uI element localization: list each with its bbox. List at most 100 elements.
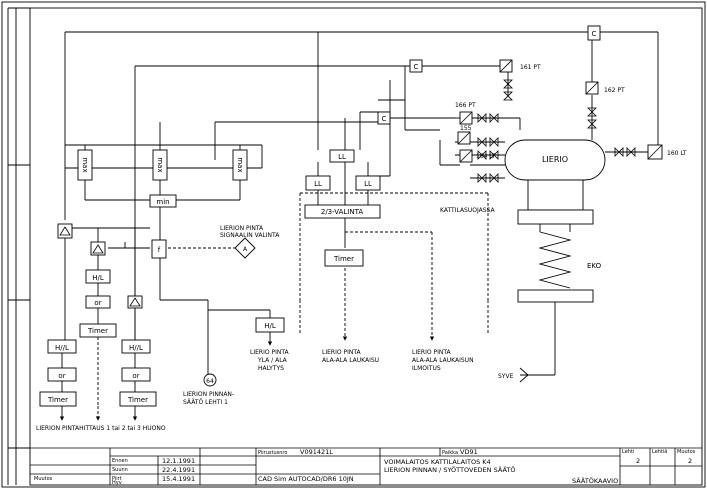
lowlow-notice-line3: ILMOITUS	[412, 365, 441, 372]
hl-label-4: H/L	[264, 322, 276, 330]
hl-block-4	[255, 317, 285, 333]
hl-label-3: H//L	[129, 344, 143, 352]
signal-select-line1: LIERION PINTA	[220, 225, 264, 232]
max-block-1	[77, 149, 93, 181]
timer-label-2: Timer	[47, 396, 68, 404]
c-controller-2	[377, 111, 391, 125]
tb-created-label: Ennen	[112, 458, 128, 464]
ll-block-3	[355, 175, 381, 191]
c-controller-3	[587, 25, 601, 41]
timer-block-2	[39, 391, 77, 407]
tb-sheet-label: Lehti	[622, 449, 634, 455]
min-block	[149, 194, 177, 208]
tb-location-label: Paikka	[442, 450, 458, 456]
tb-sheet-no: 2	[636, 457, 640, 465]
bottom-fault-label: LIERION PINTAHITTAUS 1 tai 2 tai 3 HUONO	[36, 425, 166, 432]
lowlow-trip-line1: LIERIO PINTA	[322, 349, 362, 356]
f-label: f	[158, 246, 161, 254]
tb-design-label: Suunn	[112, 467, 128, 473]
timer-block-4	[324, 249, 364, 267]
c-label-1: C	[414, 63, 419, 71]
alarm-line3: HALYTYS	[258, 365, 284, 372]
level-control-line2: SÄÄTÖ LEHTI 1	[183, 399, 228, 406]
inner-frame	[29, 7, 703, 486]
timer-label-1: Timer	[87, 327, 108, 335]
lowlow-notice-line1: LIERIO PINTA	[412, 349, 452, 356]
or-block-3	[121, 367, 151, 382]
tb-drawing-no-label: Piirustusnro	[258, 450, 287, 456]
valve-pair-6	[503, 79, 513, 101]
timer-label-3: Timer	[127, 396, 148, 404]
level-control-line1: LIERION PINNAN-	[183, 391, 234, 398]
max-block-2	[152, 149, 168, 181]
tb-cad-text: CAD Sim AUTOCAD/DR6 10JN	[258, 475, 354, 483]
max-label-1: max	[81, 157, 89, 172]
pt166-label: 166 PT	[455, 102, 476, 109]
tb-sheets-total: 2	[688, 457, 692, 465]
c-controller-1	[409, 59, 423, 73]
delta-block-2	[90, 241, 106, 256]
alarm-line1: LIERIO PINTA	[250, 349, 290, 356]
drum-label: LIERIO	[542, 155, 568, 164]
delta-block-1	[57, 223, 73, 239]
timer-block-3	[119, 391, 157, 407]
or-label-3: or	[132, 372, 139, 380]
ll-block-2	[305, 175, 331, 191]
lowlow-notice-line2: ALA-ALA LAUKAISUN	[412, 357, 474, 364]
valve-pair-1	[477, 113, 499, 123]
ll-block-1	[329, 149, 355, 163]
tb-revision-sub-label: Muutos	[677, 449, 696, 455]
valve-pair-5	[614, 147, 636, 157]
tb-checked-date: 15.4.1991	[162, 475, 195, 483]
select-23-label: 2/3-VALINTA	[321, 208, 363, 216]
tb-design-date: 12.1.1991	[162, 457, 195, 465]
diamond-label: A	[243, 246, 248, 253]
ll-label-2: LL	[314, 180, 322, 188]
timer-block-1	[79, 323, 117, 338]
or-block-2	[47, 367, 77, 382]
min-label: min	[156, 198, 169, 206]
tb-drawn-date: 22.4.1991	[162, 466, 195, 474]
hl-block-1	[85, 269, 111, 284]
tb-title-line2: LIERION PINNAN / SYÖTTOVEDEN SÄÄTÖ	[384, 465, 516, 474]
reference-node-64	[203, 373, 217, 387]
hl-block-3	[121, 339, 151, 354]
drum-support	[527, 179, 584, 211]
valve-pair-2	[477, 137, 499, 147]
lowlow-trip-line2: ALA-ALA LAUKAISU	[322, 357, 379, 364]
node-64-label: 64	[206, 378, 214, 385]
signal-select-diamond	[234, 237, 256, 259]
or-label-2: or	[58, 372, 65, 380]
c-label-3: C	[592, 30, 597, 38]
syve-label: SYVE	[498, 373, 514, 380]
boiler-room-label: KATTILASUOJASSA	[440, 207, 495, 214]
or-block-1	[85, 295, 111, 309]
tb-revision-label: Muutos	[34, 476, 53, 482]
c-label-2: C	[382, 115, 387, 123]
tb-checked-label: Hyv	[112, 480, 122, 486]
hl-label-1: H/L	[92, 274, 104, 282]
or-label-1: or	[94, 299, 101, 307]
lt160-label: 160 LT	[667, 150, 687, 157]
f-block	[151, 239, 167, 259]
tb-sheet-type: SÄÄTÖKAAVIO	[572, 476, 618, 485]
tb-drawn-label: Piirt	[112, 476, 122, 482]
max-label-3: max	[236, 157, 244, 172]
valve-pair-4	[477, 173, 499, 183]
hl-block-2	[47, 339, 77, 354]
hl-label-2: H//L	[55, 344, 69, 352]
valve-pair-7	[587, 107, 597, 129]
tb-sheets-label: Lehtiä	[652, 449, 667, 455]
ll-label-3: LL	[364, 180, 372, 188]
eko-header	[517, 289, 594, 303]
select-23-block	[304, 204, 381, 219]
tb-drawing-no: V091421L	[300, 448, 333, 456]
drum-base	[517, 209, 594, 225]
max-label-2: max	[156, 157, 164, 172]
timer-label-4: Timer	[333, 255, 354, 263]
eko-label: EKO	[587, 262, 602, 270]
tb-location-code: VD91	[460, 448, 478, 456]
signal-select-line2: SIGNAALIN VALINTA	[220, 232, 280, 239]
